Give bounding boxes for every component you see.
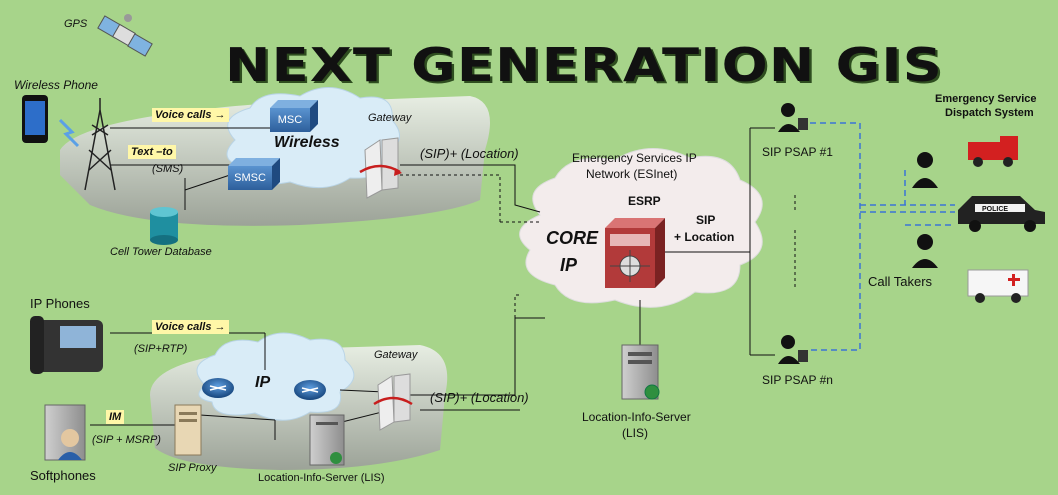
- cell-tower-database-label: Cell Tower Database: [110, 246, 212, 258]
- wireless-label: Wireless: [274, 134, 340, 151]
- core-ip-label: IP: [560, 255, 578, 275]
- text-to-tag: Text –to: [128, 145, 176, 159]
- psap-n-operator-icon: [778, 335, 808, 364]
- dispatch-line2: Dispatch System: [945, 107, 1034, 119]
- call-takers-label: Call Takers: [868, 274, 933, 289]
- sip-psap-1-label: SIP PSAP #1: [762, 145, 833, 159]
- sip-rtp-label: (SIP+RTP): [134, 343, 188, 355]
- sip-psap-n-label: SIP PSAP #n: [762, 373, 833, 387]
- esinet-line1: Emergency Services IP: [572, 151, 697, 165]
- wireless-phone-label: Wireless Phone: [14, 78, 98, 92]
- dispatch-line1: Emergency Service: [935, 93, 1037, 105]
- msc-label: MSC: [277, 114, 303, 126]
- fire-truck-icon: [968, 136, 1018, 167]
- sip-location-bottom-label: (SIP)+ (Location): [430, 390, 529, 405]
- gateway-top-icon: [359, 137, 402, 199]
- page-title: NEXT GENERATION GIS: [225, 38, 943, 92]
- ip-phone-icon: [30, 316, 103, 374]
- esrp-label: ESRP: [628, 194, 661, 208]
- police-car-icon: [958, 196, 1045, 232]
- ip-cloud-label: IP: [255, 374, 271, 391]
- gateway-bottom-label: Gateway: [374, 349, 418, 361]
- softphone-icon: [44, 404, 86, 461]
- msc-box: [270, 100, 318, 132]
- gateway-top-label: Gateway: [368, 112, 412, 124]
- sms-label: (SMS): [152, 163, 184, 175]
- lis-center-line1: Location-Info-Server: [582, 410, 691, 424]
- dispatch-lines: [810, 122, 955, 351]
- call-taker-icon: [912, 152, 938, 268]
- im-tag: IM: [106, 410, 125, 424]
- lis-bottom-label: Location-Info-Server (LIS): [258, 472, 385, 484]
- gps-satellite-icon: [97, 14, 153, 57]
- mobile-phone-icon: [22, 95, 48, 143]
- smsc-label: SMSC: [234, 172, 266, 184]
- connection-lines: [90, 127, 796, 440]
- voice-calls-bottom-tag: Voice calls →: [152, 320, 229, 334]
- sip-label: SIP: [696, 213, 716, 227]
- police-text: POLICE: [982, 206, 1009, 213]
- cell-tower-icon: [84, 98, 116, 191]
- database-icon: [150, 207, 178, 245]
- lis-center-line2: (LIS): [622, 426, 649, 440]
- gateway-bottom-icon: [373, 373, 413, 431]
- smsc-box: [228, 158, 280, 190]
- gps-label: GPS: [64, 18, 88, 30]
- plus-location-label: + Location: [674, 230, 735, 244]
- sip-location-top-label: (SIP)+ (Location): [420, 146, 519, 161]
- ip-cloud: [196, 332, 355, 421]
- sip-msrp-label: (SIP + MSRP): [92, 434, 161, 446]
- signal-bolt-icon: [58, 118, 80, 148]
- lis-server-center-icon: [621, 344, 660, 400]
- esrp-router: [605, 218, 665, 288]
- esinet-line2: Network (ESInet): [586, 167, 678, 181]
- voice-calls-top-tag: Voice calls →: [152, 108, 229, 122]
- sip-proxy-label: SIP Proxy: [168, 462, 217, 474]
- softphones-label: Softphones: [30, 468, 96, 483]
- ip-phones-label: IP Phones: [30, 296, 90, 311]
- router-right-icon: [294, 380, 326, 400]
- router-left-icon: [202, 378, 234, 398]
- sip-proxy-icon: [174, 404, 202, 456]
- psap-1-operator-icon: [778, 103, 808, 132]
- lis-server-bottom-icon: [309, 414, 345, 466]
- core-label: CORE: [546, 228, 599, 248]
- ambulance-icon: [967, 269, 1029, 303]
